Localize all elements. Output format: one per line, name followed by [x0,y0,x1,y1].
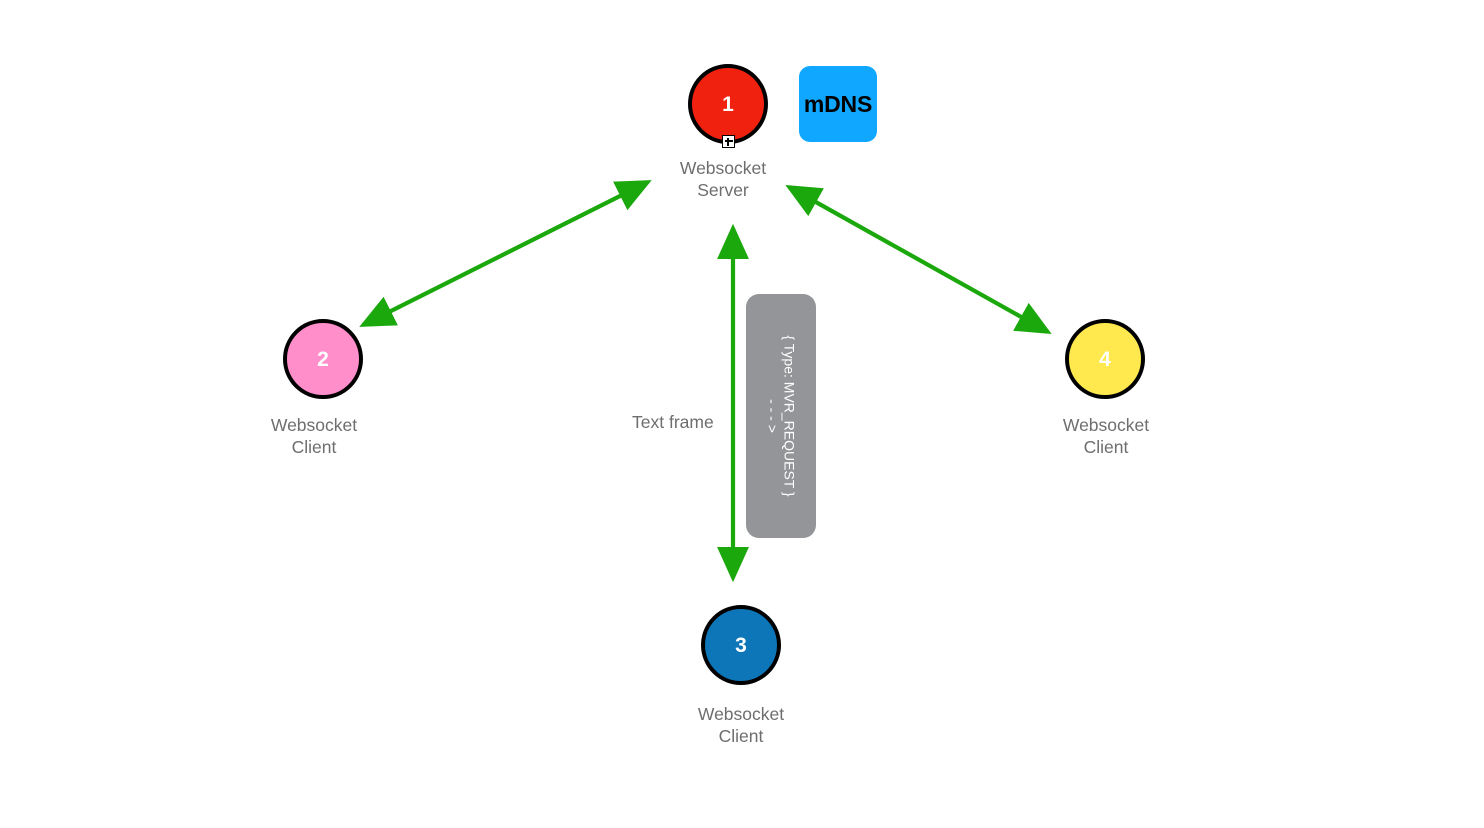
mdns-tag-label: mDNS [803,90,873,117]
edge-label-text-frame: Text frame [632,412,714,432]
message-band[interactable]: { Type: MVR_REQUEST } - - - > [746,294,816,538]
node-websocket-client-2[interactable]: 2 [283,319,363,399]
node-number: 2 [317,347,329,371]
edge-server-client2[interactable] [359,180,652,327]
edge-server-client4[interactable] [785,184,1052,335]
node-websocket-client-4[interactable]: 4 [1065,319,1145,399]
node-websocket-client-3[interactable]: 3 [701,605,781,685]
node-label-websocket-client-4: Websocket Client [1062,415,1150,457]
mdns-tag[interactable]: mDNS [799,66,877,142]
message-band-text: { Type: MVR_REQUEST } - - - > [764,335,798,496]
node-number: 3 [735,633,747,657]
node-label-websocket-client-3: Websocket Client [697,704,785,746]
node-number: 4 [1099,347,1111,371]
node-label-websocket-client-2: Websocket Client [270,415,358,457]
node-number: 1 [722,92,734,116]
node-websocket-server[interactable]: 1 [688,64,768,144]
plus-handle-icon[interactable] [722,135,735,148]
node-label-websocket-server: Websocket Server [679,158,767,200]
message-band-line1: { Type: MVR_REQUEST } [782,335,799,497]
message-band-line2: - - - > [765,399,782,433]
